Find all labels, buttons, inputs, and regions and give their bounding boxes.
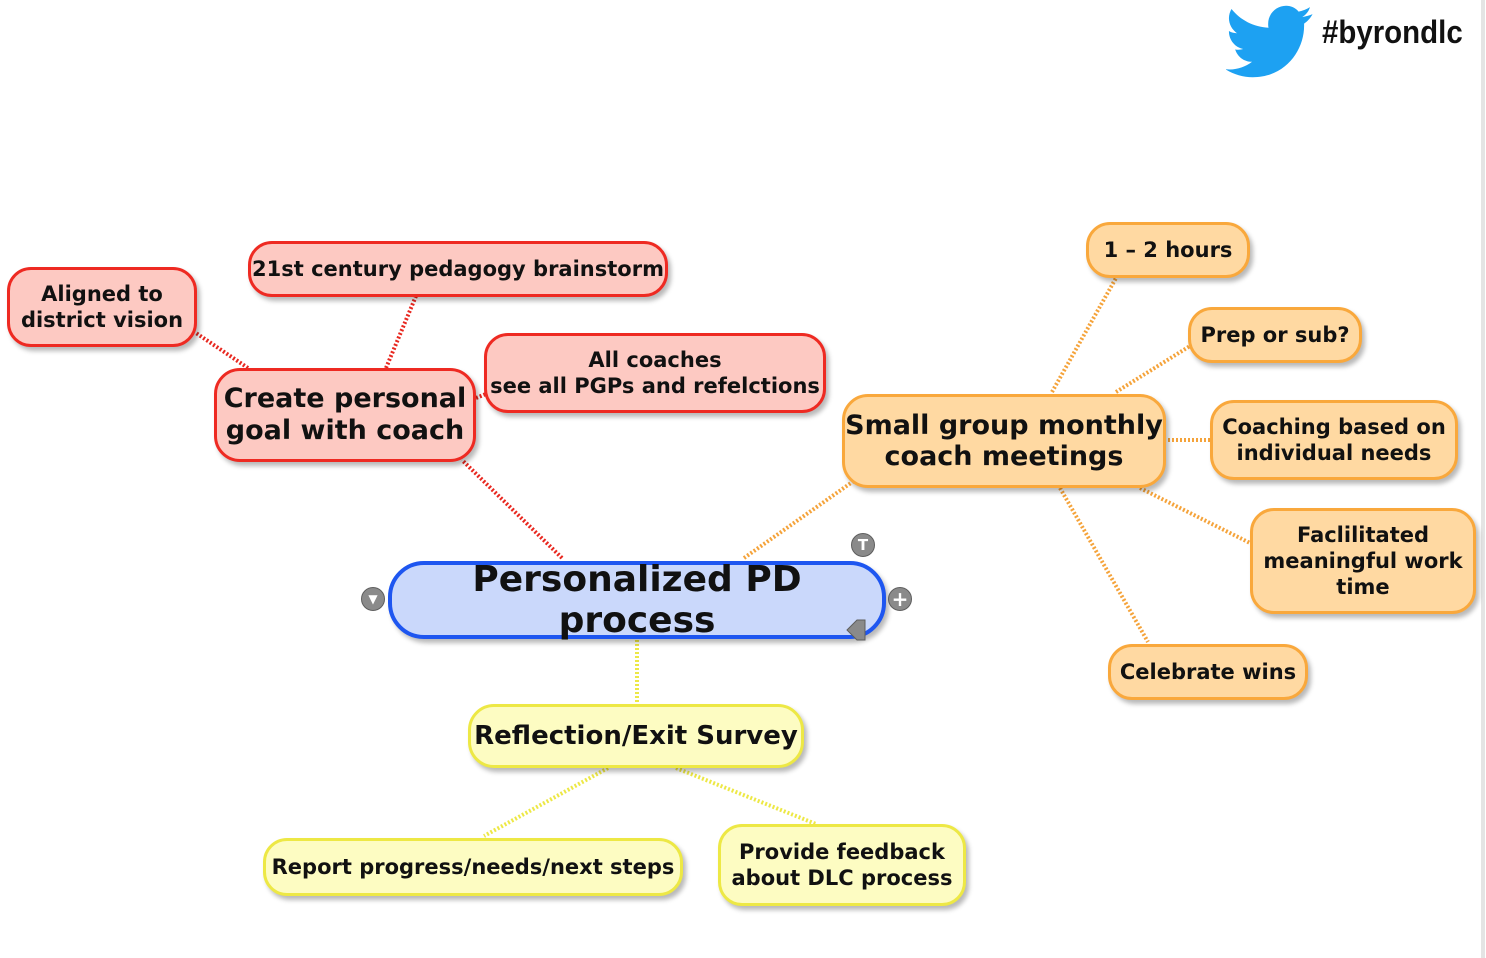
twitter-bird-icon [1226, 5, 1313, 78]
node-reflection-exit-survey[interactable]: Reflection/Exit Survey [468, 704, 804, 768]
node-pedagogy-brainstorm[interactable]: 21st century pedagogy brainstorm [248, 241, 668, 297]
right-edge-rule [1481, 0, 1485, 958]
node-facilitated-work-time[interactable]: Faclilitated meaningful work time [1250, 508, 1476, 614]
connector-root-meetings [742, 476, 860, 560]
topic-t-icon[interactable]: T [851, 533, 875, 557]
connector-meetings-hours [1050, 277, 1118, 393]
hashtag-label: #byrondlc [1322, 14, 1463, 50]
node-report-progress[interactable]: Report progress/needs/next steps [263, 838, 683, 896]
connector-reflection-feedback [675, 766, 817, 826]
resize-handle-icon[interactable] [843, 618, 867, 642]
node-provide-feedback[interactable]: Provide feedback about DLC process [718, 824, 966, 906]
node-root-personalized-pd[interactable]: Personalized PD process [388, 559, 886, 641]
connector-goal-aligned [194, 331, 250, 370]
connector-meetings-facilitated [1139, 486, 1253, 546]
node-coaching-individual-needs[interactable]: Coaching based on individual needs [1210, 400, 1458, 480]
connector-goal-pedagogy [384, 295, 418, 369]
add-plus-icon[interactable]: + [888, 587, 912, 611]
node-1-2-hours[interactable]: 1 – 2 hours [1086, 222, 1250, 278]
node-prep-or-sub[interactable]: Prep or sub? [1188, 307, 1362, 363]
node-create-personal-goal[interactable]: Create personal goal with coach [214, 368, 476, 462]
node-small-group-meetings[interactable]: Small group monthly coach meetings [842, 394, 1166, 488]
node-aligned-to-district-vision[interactable]: Aligned to district vision [7, 267, 197, 347]
collapse-triangle-icon[interactable]: ▼ [361, 587, 385, 611]
connector-meetings-celebrate [1058, 487, 1150, 643]
connector-meetings-prep [1114, 344, 1192, 394]
connector-reflection-report [483, 766, 609, 838]
connector-root-goal [460, 458, 564, 560]
node-celebrate-wins[interactable]: Celebrate wins [1108, 644, 1308, 700]
node-all-coaches[interactable]: All coaches see all PGPs and refelctions [484, 333, 826, 413]
